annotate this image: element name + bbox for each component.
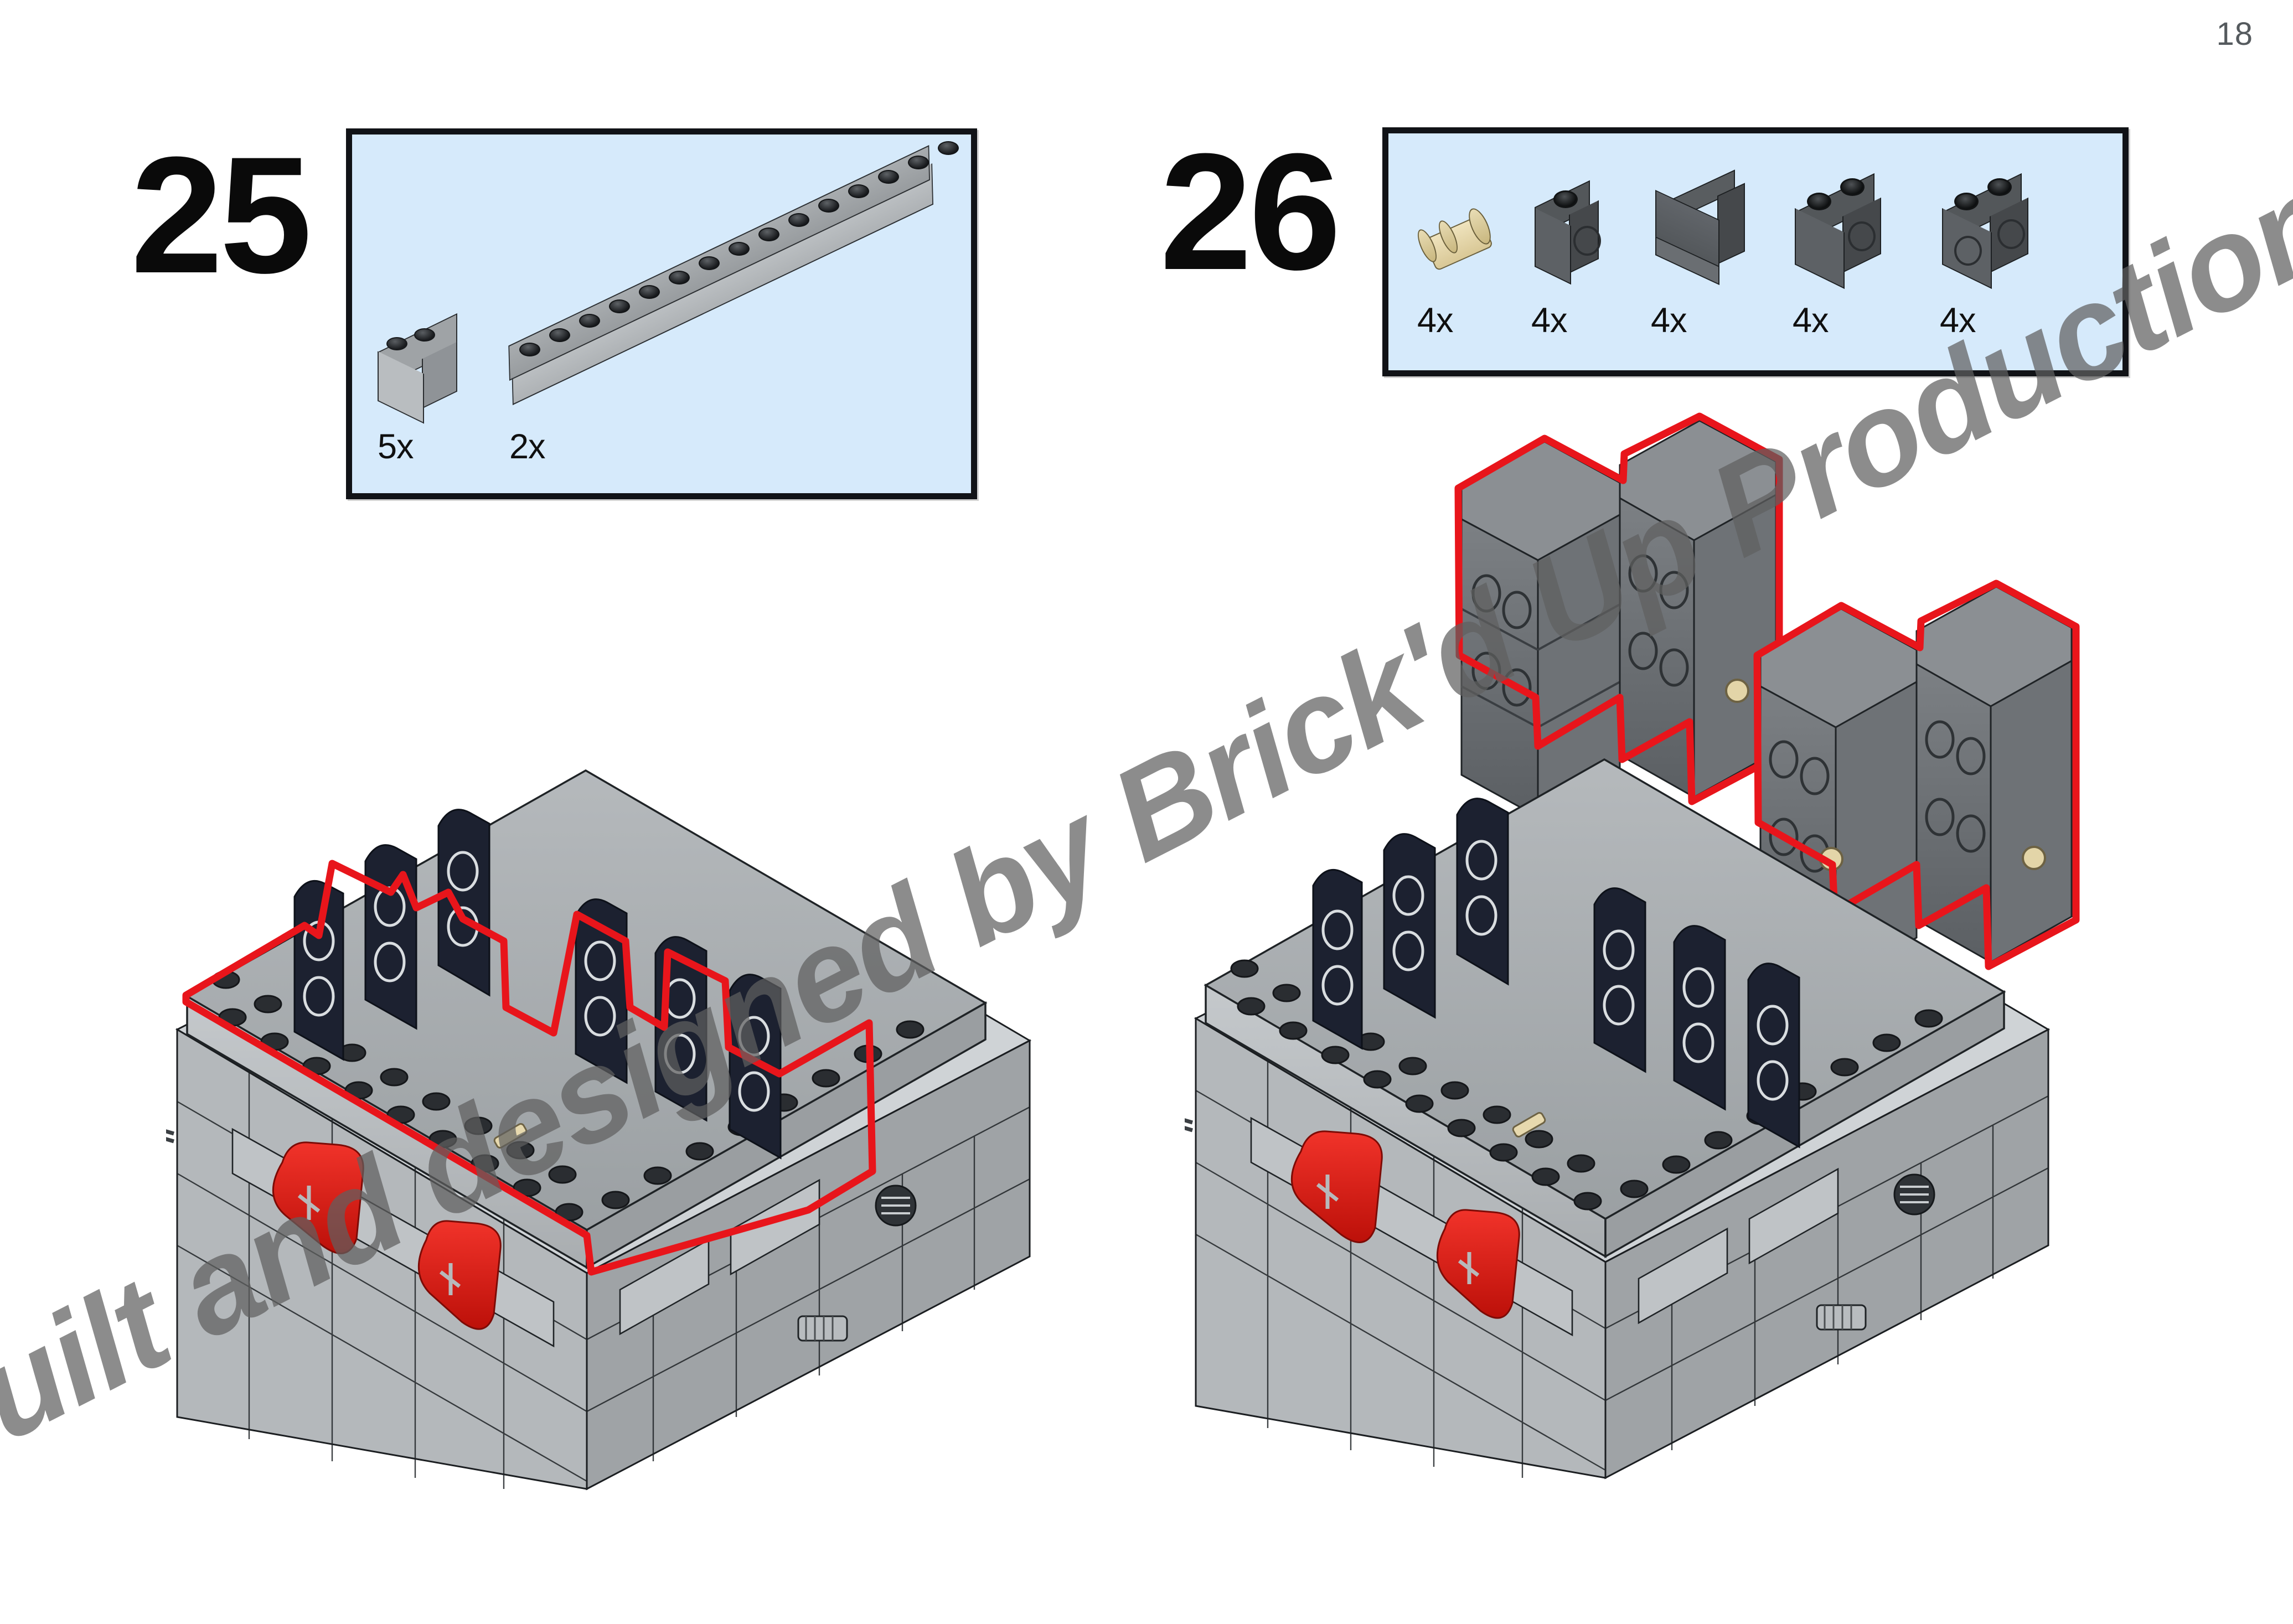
brick-1x2-with-two-holes-icon xyxy=(1940,173,2056,291)
part-brick-1x1-hole: 4x xyxy=(1531,180,1620,338)
part-count-brick-1x2: 5x xyxy=(378,427,414,466)
brick-1x16-icon xyxy=(508,141,996,424)
parts-list-step-26: 4x 4x xyxy=(1388,133,2122,370)
part-brick-1x2-two-holes: 4x xyxy=(1940,173,2056,340)
brick-1x1-with-hole-icon xyxy=(1531,180,1620,291)
brick-1x2-icon xyxy=(378,313,471,424)
parts-list-step-25: 5x xyxy=(352,135,971,493)
part-brick-1x16: 2x xyxy=(508,141,996,466)
panel-1x2x2-icon xyxy=(1651,169,1762,291)
part-panel-1x2x2: 4x xyxy=(1651,169,1762,340)
part-count-technic-pin: 4x xyxy=(1417,301,1454,340)
part-count-brick-1x2-two-holes: 4x xyxy=(1940,301,1976,340)
part-brick-1x2-holes: 4x xyxy=(1793,173,1909,340)
part-count-brick-1x16: 2x xyxy=(509,427,546,466)
step-number-25: 25 xyxy=(131,122,312,308)
step-26-model-illustration xyxy=(1185,387,2187,1494)
part-count-brick-1x1-hole: 4x xyxy=(1531,301,1568,340)
step-number-26: 26 xyxy=(1160,118,1341,304)
page-number: 18 xyxy=(2216,16,2253,52)
technic-pin-icon xyxy=(1414,197,1500,291)
brick-1x2-with-holes-icon xyxy=(1793,173,1909,291)
part-count-panel-1x2x2: 4x xyxy=(1651,301,1687,340)
parts-box-step-25: 5x xyxy=(346,128,977,499)
part-brick-1x2: 5x xyxy=(378,313,471,466)
parts-box-step-26: 4x 4x xyxy=(1382,127,2129,376)
part-technic-pin: 4x xyxy=(1414,197,1500,340)
part-count-brick-1x2-holes: 4x xyxy=(1793,301,1829,340)
step-25-model-illustration xyxy=(166,554,1157,1506)
